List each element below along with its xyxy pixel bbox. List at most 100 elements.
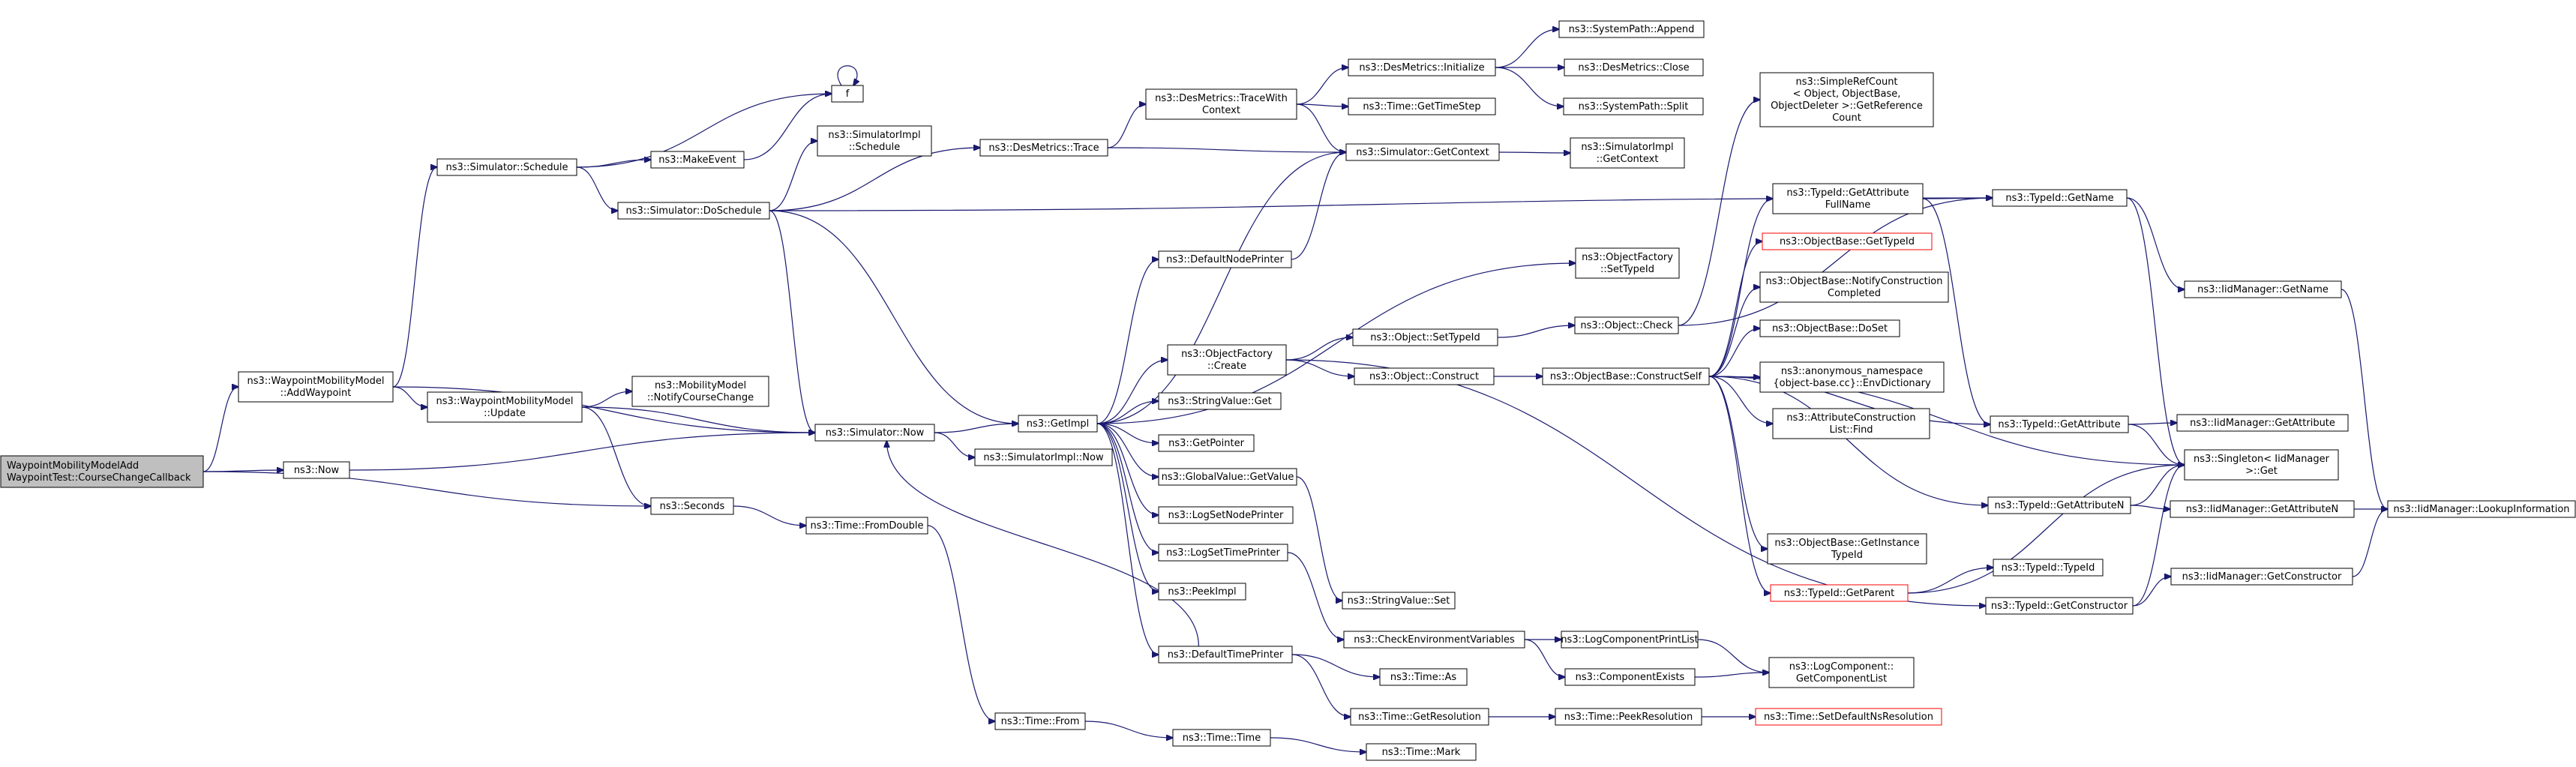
node-box-obnotify[interactable]: [1759, 271, 1949, 303]
node-desclose[interactable]: ns3::DesMetrics::Close: [1564, 58, 1704, 76]
node-simimplsched[interactable]: ns3::SimulatorImpl::Schedule: [817, 125, 932, 157]
node-defnodeprinter[interactable]: ns3::DefaultNodePrinter: [1158, 250, 1292, 268]
node-box-simimplsched[interactable]: [817, 125, 932, 157]
node-box-obdoset[interactable]: [1759, 319, 1900, 337]
node-sysappend[interactable]: ns3::SystemPath::Append: [1558, 20, 1705, 38]
node-getresolution[interactable]: ns3::Time::GetResolution: [1350, 708, 1489, 726]
node-update[interactable]: ns3::WaypointMobilityModel::Update: [427, 391, 583, 423]
node-box-tidgetname[interactable]: [1992, 189, 2128, 207]
node-box-objsettypeid[interactable]: [1352, 328, 1498, 346]
node-box-compexists[interactable]: [1564, 668, 1696, 686]
node-getpointer[interactable]: ns3::GetPointer: [1158, 434, 1255, 452]
node-tidgetparent[interactable]: ns3::TypeId::GetParent: [1770, 584, 1909, 602]
node-box-iidgetctor[interactable]: [2170, 568, 2353, 586]
node-obnotify[interactable]: ns3::ObjectBase::NotifyConstructionCompl…: [1759, 271, 1949, 303]
node-svget[interactable]: ns3::StringValue::Get: [1158, 392, 1282, 410]
node-iidgetctor[interactable]: ns3::IidManager::GetConstructor: [2170, 568, 2353, 586]
node-box-tidgetattrn[interactable]: [1987, 496, 2131, 514]
node-fromdouble[interactable]: ns3::Time::FromDouble: [805, 517, 928, 535]
node-tidtypeid[interactable]: ns3::TypeId::TypeId: [1993, 559, 2104, 577]
node-constructself[interactable]: ns3::ObjectBase::ConstructSelf: [1542, 367, 1710, 385]
node-objcheck[interactable]: ns3::Object::Check: [1574, 316, 1679, 334]
node-box-timetime[interactable]: [1172, 729, 1271, 747]
node-ofsettypeid[interactable]: ns3::ObjectFactory::SetTypeId: [1575, 247, 1680, 279]
node-box-simimplnow[interactable]: [974, 448, 1113, 466]
node-box-gettimestep[interactable]: [1348, 97, 1496, 115]
node-box-iidgetattrn[interactable]: [2170, 500, 2355, 518]
node-box-gvgetvalue[interactable]: [1158, 468, 1297, 486]
node-addwp[interactable]: ns3::WaypointMobilityModel::AddWaypoint: [238, 371, 394, 403]
node-logcompprint[interactable]: ns3::LogComponentPrintList: [1561, 631, 1699, 649]
node-getimpl[interactable]: ns3::GetImpl: [1018, 415, 1098, 433]
node-peekres[interactable]: ns3::Time::PeekResolution: [1555, 708, 1702, 726]
node-box-schedule[interactable]: [436, 158, 577, 176]
node-doschedule[interactable]: ns3::Simulator::DoSchedule: [617, 202, 770, 220]
node-box-timefrom[interactable]: [994, 712, 1086, 730]
node-box-attrfind[interactable]: [1772, 408, 1930, 439]
node-box-timeas[interactable]: [1379, 668, 1468, 686]
node-box-logsetnode[interactable]: [1158, 506, 1294, 524]
node-box-iidlookup[interactable]: [2387, 500, 2576, 518]
node-box-obgettypeid[interactable]: [1762, 232, 1933, 250]
node-getcontext[interactable]: ns3::Simulator::GetContext: [1345, 143, 1500, 161]
node-nowf[interactable]: ns3::Now: [283, 461, 350, 479]
node-box-fromdouble[interactable]: [805, 517, 928, 535]
node-box-tidgetparent[interactable]: [1770, 584, 1909, 602]
node-box-setdefres[interactable]: [1755, 708, 1942, 726]
node-box-constructself[interactable]: [1542, 367, 1710, 385]
node-objconstruct[interactable]: ns3::Object::Construct: [1354, 367, 1495, 385]
node-box-svset[interactable]: [1342, 592, 1456, 610]
node-box-anonenv[interactable]: [1759, 361, 1945, 393]
node-box-logcompprint[interactable]: [1561, 631, 1699, 649]
node-root[interactable]: WaypointMobilityModelAddWaypointTest::Co…: [0, 455, 204, 488]
node-simimplgetctx[interactable]: ns3::SimulatorImpl::GetContext: [1570, 137, 1685, 169]
node-timetime[interactable]: ns3::Time::Time: [1172, 729, 1271, 747]
node-box-getcontext[interactable]: [1345, 143, 1500, 161]
node-logcompgetlist[interactable]: ns3::LogComponent::GetComponentList: [1768, 657, 1915, 688]
node-syssplit[interactable]: ns3::SystemPath::Split: [1563, 97, 1704, 115]
node-tidgetattr[interactable]: ns3::TypeId::GetAttribute: [1990, 415, 2129, 433]
node-box-doschedule[interactable]: [617, 202, 770, 220]
node-box-tidgetattr[interactable]: [1990, 415, 2129, 433]
node-box-svget[interactable]: [1158, 392, 1282, 410]
node-tidgetattrn[interactable]: ns3::TypeId::GetAttributeN: [1987, 496, 2131, 514]
node-timemark[interactable]: ns3::Time::Mark: [1366, 743, 1477, 761]
node-box-tidtypeid[interactable]: [1993, 559, 2104, 577]
node-box-peekres[interactable]: [1555, 708, 1702, 726]
node-box-f[interactable]: [831, 85, 864, 103]
node-obgettypeid[interactable]: ns3::ObjectBase::GetTypeId: [1762, 232, 1933, 250]
node-box-iidgetname[interactable]: [2184, 280, 2342, 298]
node-tidgetctor[interactable]: ns3::TypeId::GetConstructor: [1985, 597, 2134, 615]
node-box-sysappend[interactable]: [1558, 20, 1705, 38]
node-tidgetname[interactable]: ns3::TypeId::GetName: [1992, 189, 2128, 207]
node-box-seconds[interactable]: [650, 497, 734, 515]
node-box-ofsettypeid[interactable]: [1575, 247, 1680, 279]
node-compexists[interactable]: ns3::ComponentExists: [1564, 668, 1696, 686]
node-box-singletonget[interactable]: [2184, 449, 2339, 481]
node-box-deftimeprinter[interactable]: [1158, 646, 1293, 664]
node-box-getresolution[interactable]: [1350, 708, 1489, 726]
node-gvgetvalue[interactable]: ns3::GlobalValue::GetValue: [1158, 468, 1297, 486]
node-box-nowf[interactable]: [283, 461, 350, 479]
node-box-tidgetctor[interactable]: [1985, 597, 2134, 615]
node-box-simplerefcount[interactable]: [1759, 72, 1934, 127]
node-svset[interactable]: ns3::StringValue::Set: [1342, 592, 1456, 610]
node-box-destrace[interactable]: [979, 139, 1108, 157]
node-checkenv[interactable]: ns3::CheckEnvironmentVariables: [1343, 631, 1525, 649]
node-timefrom[interactable]: ns3::Time::From: [994, 712, 1086, 730]
node-singletonget[interactable]: ns3::Singleton< IidManager>::Get: [2184, 449, 2339, 481]
node-obdoset[interactable]: ns3::ObjectBase::DoSet: [1759, 319, 1900, 337]
node-box-logsettime[interactable]: [1158, 544, 1288, 562]
node-box-objconstruct[interactable]: [1354, 367, 1495, 385]
node-timeas[interactable]: ns3::Time::As: [1379, 668, 1468, 686]
node-box-simnow[interactable]: [814, 424, 935, 442]
node-iidgetattr[interactable]: ns3::IidManager::GetAttribute: [2176, 414, 2349, 432]
node-logsetnode[interactable]: ns3::LogSetNodePrinter: [1158, 506, 1294, 524]
node-schedule[interactable]: ns3::Simulator::Schedule: [436, 158, 577, 176]
node-gettimestep[interactable]: ns3::Time::GetTimeStep: [1348, 97, 1496, 115]
node-box-simimplgetctx[interactable]: [1570, 137, 1685, 169]
node-iidgetattrn[interactable]: ns3::IidManager::GetAttributeN: [2170, 500, 2355, 518]
node-box-tidgetattrfull[interactable]: [1772, 183, 1924, 214]
node-peekimpl[interactable]: ns3::PeekImpl: [1158, 583, 1246, 601]
